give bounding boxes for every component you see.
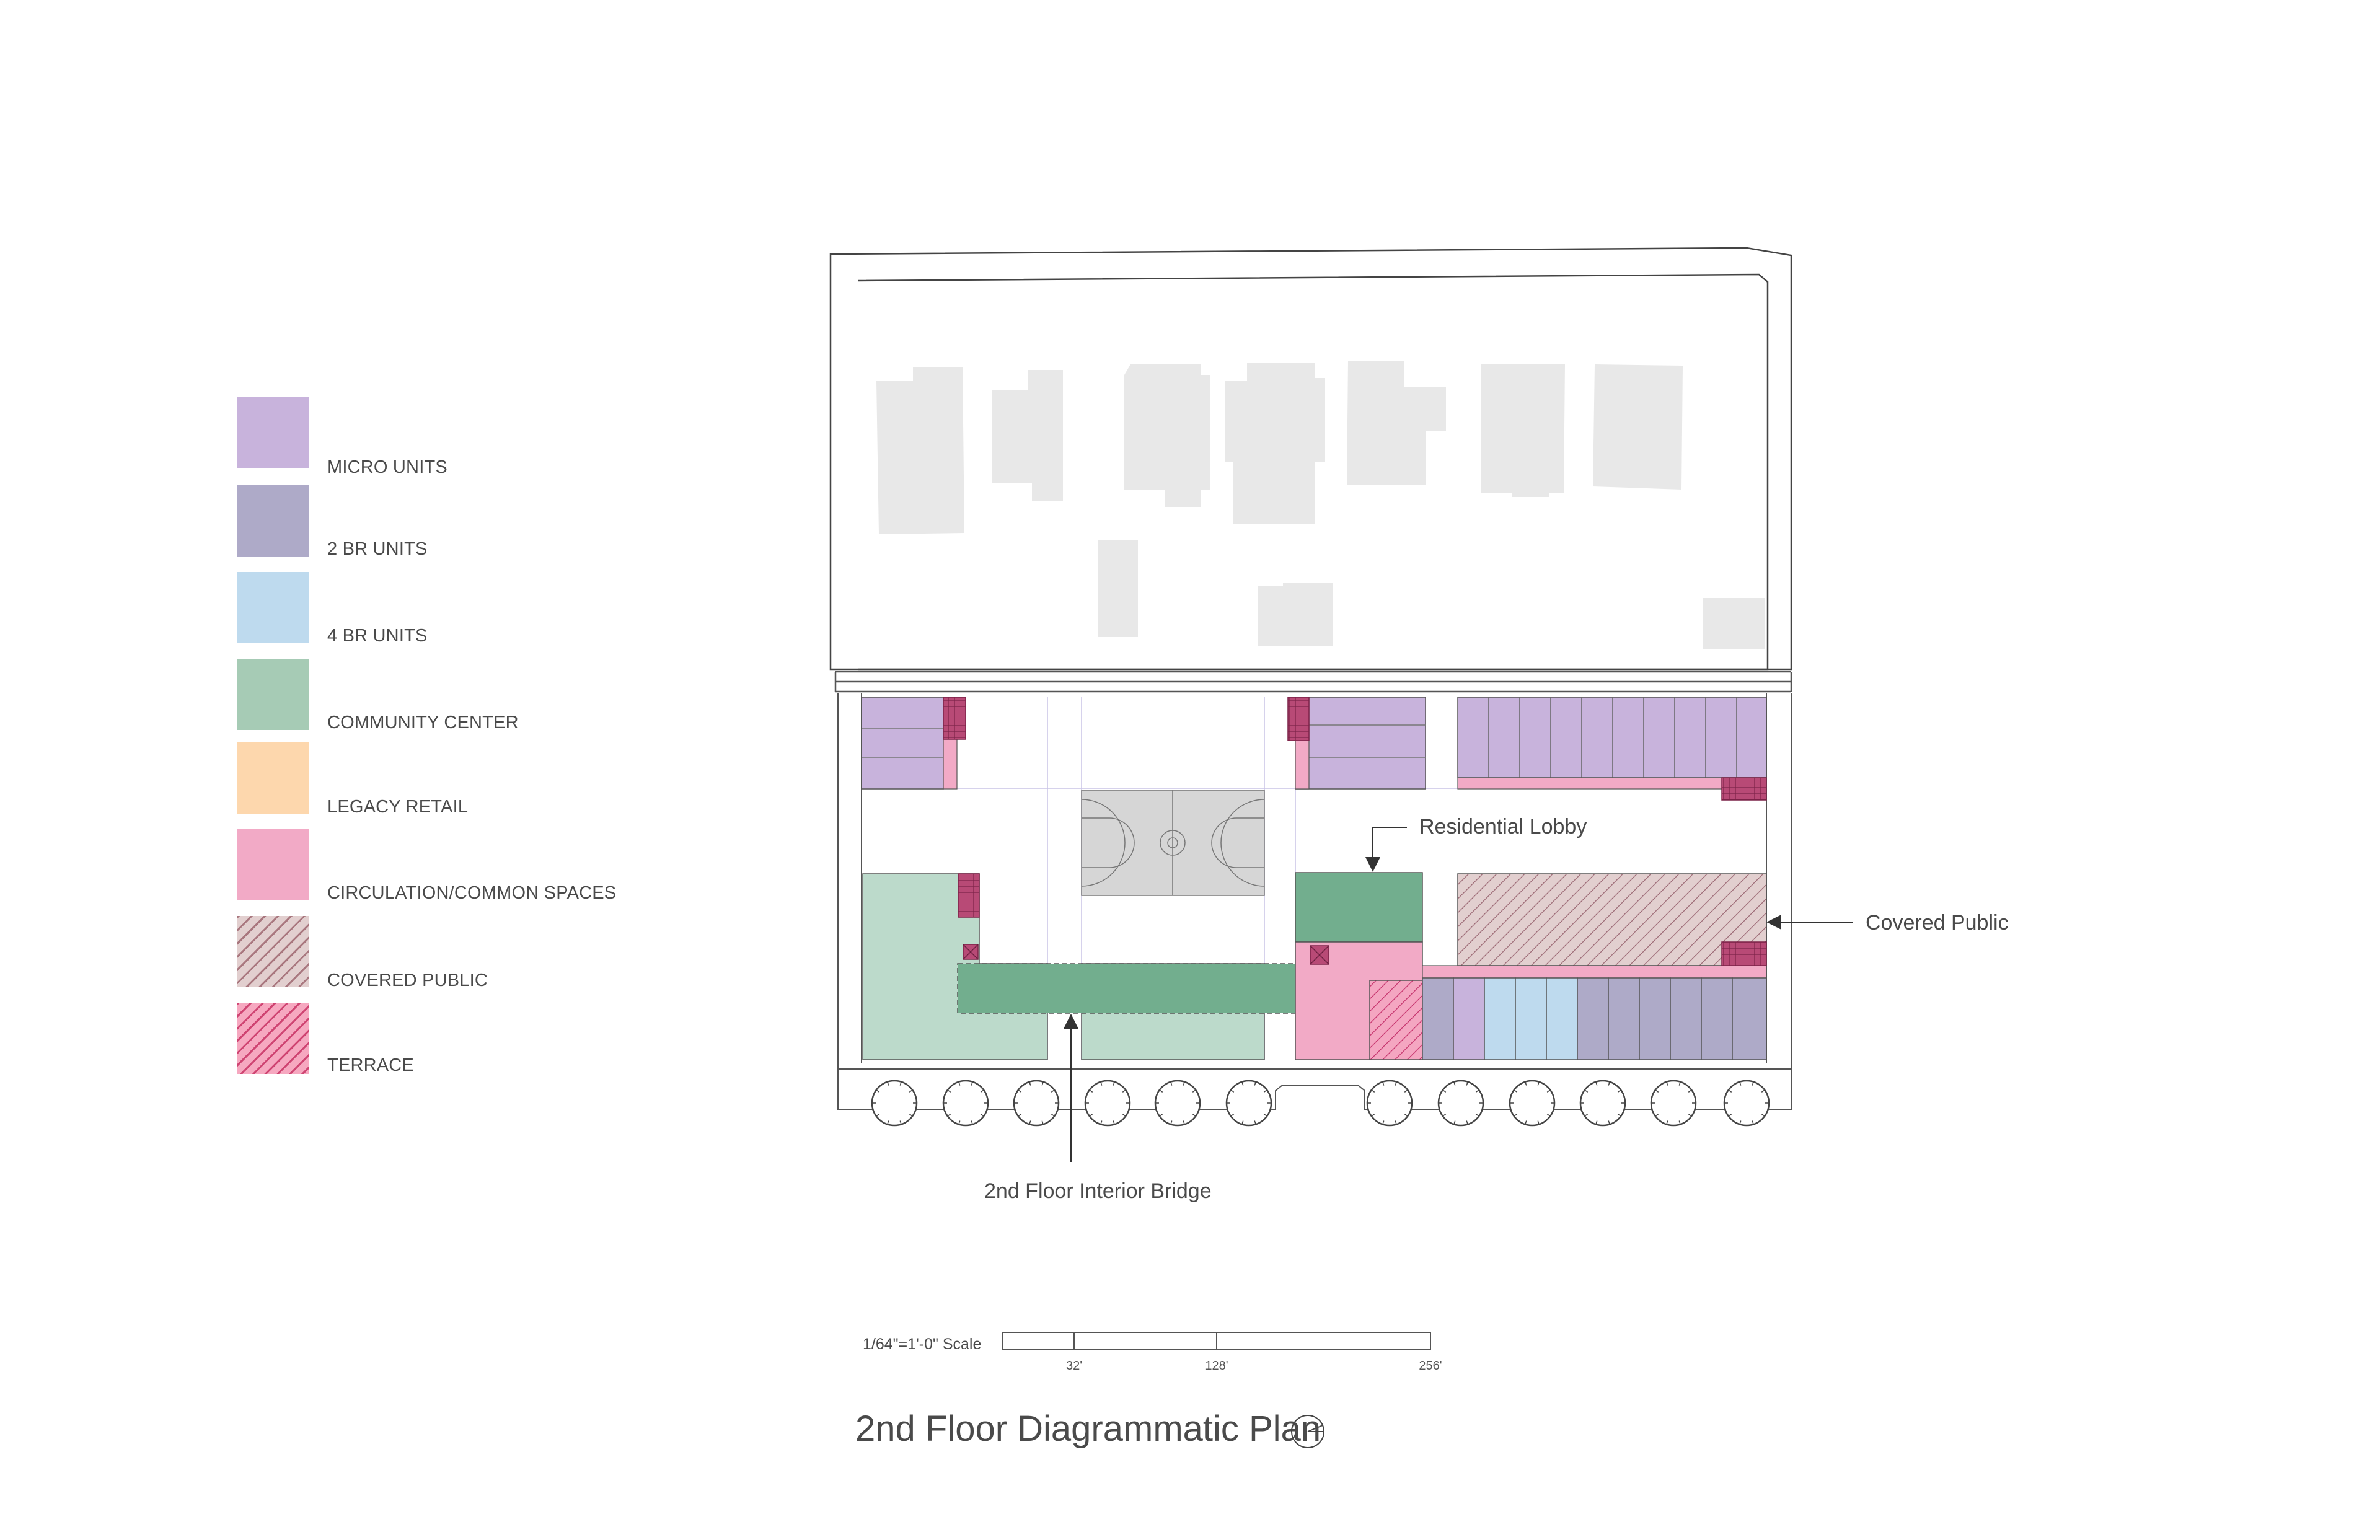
street-tree-icon [871,1080,918,1127]
legend-swatch-circulation [237,829,309,900]
street-tree-icon [1084,1080,1131,1127]
street-tree-icon [1723,1080,1770,1127]
legend-swatch-legacy-retail [237,742,309,814]
legend-label-circulation: CIRCULATION/COMMON SPACES [327,883,617,903]
block-top-left [861,697,966,790]
scale-tick-256: 256' [1419,1359,1442,1373]
units-row-bottom-right [1422,977,1767,1060]
interior-bridge [957,963,1296,1014]
legend-label-4br-units: 4 BR UNITS [327,626,428,646]
interior-bridge-label: 2nd Floor Interior Bridge [984,1179,1212,1203]
street-lines [834,671,1792,693]
legend: MICRO UNITS 2 BR UNITS 4 BR UNITS COMMUN… [0,0,682,1115]
legend-swatch-2br-units [237,485,309,557]
street-trees [871,1080,1770,1127]
residential-lobby-label: Residential Lobby [1419,815,1587,838]
street-tree-icon [1013,1080,1060,1127]
scale-tick-32: 32' [1066,1359,1082,1373]
covered-public-area [1422,873,1767,979]
residential-lobby-callout: Residential Lobby [1365,815,1587,872]
block-top-center [1287,697,1426,790]
legend-swatch-community-center [237,659,309,730]
street-tree-icon [1509,1080,1556,1127]
legend-label-legacy-retail: LEGACY RETAIL [327,797,469,817]
basketball-court [1081,790,1265,896]
covered-public-label: Covered Public [1866,911,2009,935]
plan-title: 2nd Floor Diagrammatic Plan [855,1409,1321,1449]
plan-title-group: 2nd Floor Diagrammatic Plan [855,1409,1324,1449]
site-boundary [829,247,1792,671]
street-tree-icon [1579,1080,1626,1127]
street-tree-icon [1366,1080,1413,1127]
legend-label-2br-units: 2 BR UNITS [327,539,428,559]
street-tree-icon [1437,1080,1484,1127]
legend-swatch-covered-public [237,916,309,987]
legend-swatch-terrace [237,1003,309,1074]
legend-label-community-center: COMMUNITY CENTER [327,713,519,733]
residential-lobby [1295,872,1423,1060]
interior-bridge-callout: 2nd Floor Interior Bridge [984,1014,1212,1203]
legend-swatch-micro-units [237,397,309,468]
scale-label: 1/64"=1'-0" Scale [863,1335,981,1353]
neighboring-buildings [876,361,1765,649]
legend-swatch-4br-units [237,572,309,643]
covered-public-callout: Covered Public [1766,911,2009,935]
legend-label-terrace: TERRACE [327,1055,414,1075]
street-tree-icon [1225,1080,1272,1127]
legend-label-micro-units: MICRO UNITS [327,457,447,477]
street-tree-icon [942,1080,989,1127]
north-arrow-icon [1291,1415,1324,1448]
scale-tick-128: 128' [1205,1359,1228,1373]
block-top-right [1457,697,1767,801]
street-tree-icon [1650,1080,1697,1127]
street-tree-icon [1154,1080,1201,1127]
legend-label-covered-public: COVERED PUBLIC [327,970,488,990]
scale-bar: 1/64"=1'-0" Scale 32' 128' 256' [863,1332,1442,1373]
